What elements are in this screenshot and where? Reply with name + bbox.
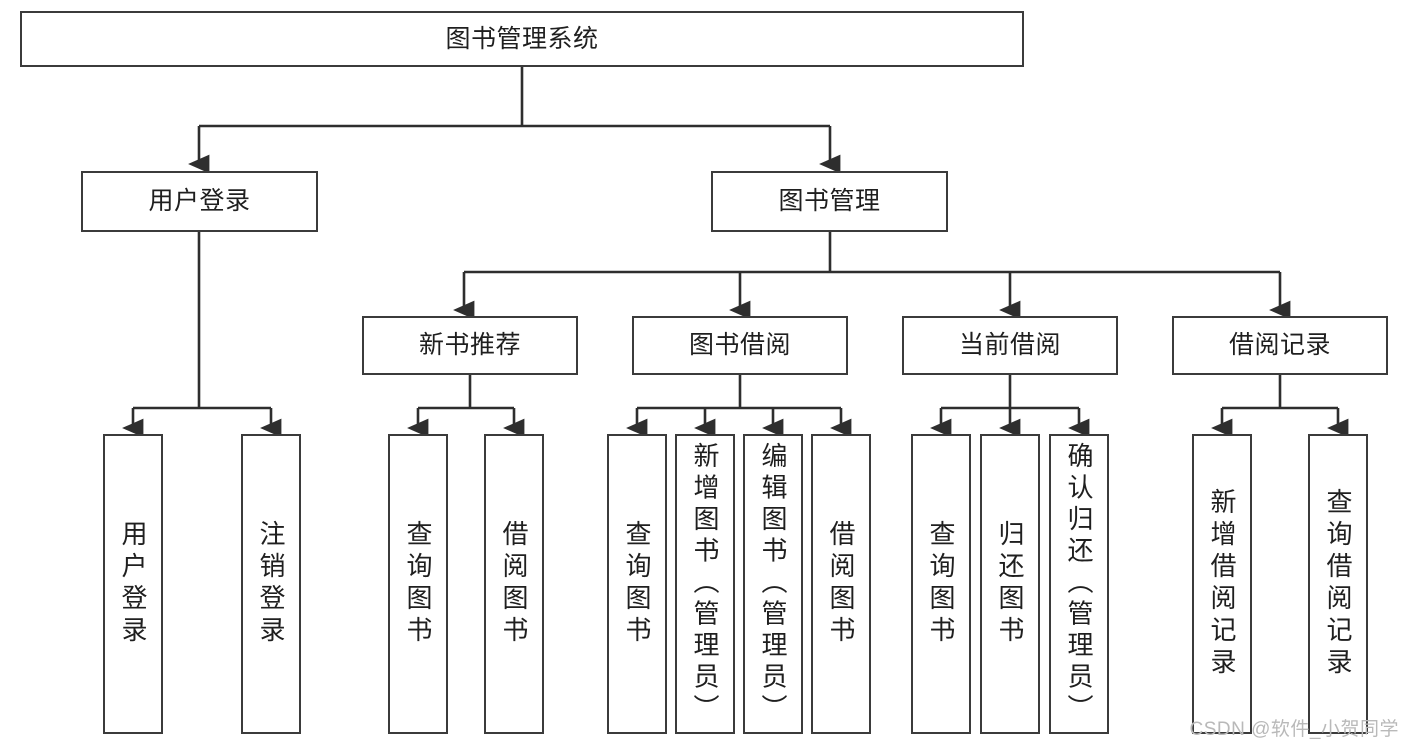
node-label: 借阅记录 <box>1228 331 1331 360</box>
leaf-current-borrow-return[interactable]: 归还图书 <box>980 434 1040 734</box>
node-label: 新增借阅记录 <box>1207 488 1237 680</box>
node-label: 查询图书 <box>622 520 652 648</box>
node-label: 当前借阅 <box>958 331 1061 360</box>
node-label: 用户登录 <box>118 520 148 648</box>
node-label: 图书管理 <box>778 187 881 216</box>
leaf-user-login-logout[interactable]: 注销登录 <box>241 434 301 734</box>
node-label: 编辑图书（管理员） <box>758 442 788 726</box>
node-root-book-management-system[interactable]: 图书管理系统 <box>20 11 1024 67</box>
node-label: 用户登录 <box>148 187 251 216</box>
node-label: 归还图书 <box>995 520 1025 648</box>
node-borrow-record[interactable]: 借阅记录 <box>1172 316 1388 375</box>
node-current-borrow[interactable]: 当前借阅 <box>902 316 1118 375</box>
leaf-book-borrow-borrow[interactable]: 借阅图书 <box>811 434 871 734</box>
node-label: 查询图书 <box>926 520 956 648</box>
leaf-book-borrow-add[interactable]: 新增图书（管理员） <box>675 434 735 734</box>
node-label: 新增图书（管理员） <box>690 442 720 726</box>
leaf-borrow-record-add[interactable]: 新增借阅记录 <box>1192 434 1252 734</box>
leaf-new-book-query[interactable]: 查询图书 <box>388 434 448 734</box>
node-label: 确认归还（管理员） <box>1064 442 1094 726</box>
leaf-book-borrow-edit[interactable]: 编辑图书（管理员） <box>743 434 803 734</box>
node-label: 查询图书 <box>403 520 433 648</box>
leaf-borrow-record-query[interactable]: 查询借阅记录 <box>1308 434 1368 734</box>
node-label: 图书借阅 <box>688 331 791 360</box>
csdn-watermark: CSDN @软件_小贺同学 <box>1189 719 1399 740</box>
node-label: 新书推荐 <box>418 331 521 360</box>
node-book-management[interactable]: 图书管理 <box>711 171 948 232</box>
leaf-current-borrow-confirm-return[interactable]: 确认归还（管理员） <box>1049 434 1109 734</box>
node-book-borrow[interactable]: 图书借阅 <box>632 316 848 375</box>
leaf-user-login-login[interactable]: 用户登录 <box>103 434 163 734</box>
node-label: 查询借阅记录 <box>1323 488 1353 680</box>
leaf-current-borrow-query[interactable]: 查询图书 <box>911 434 971 734</box>
leaf-new-book-borrow[interactable]: 借阅图书 <box>484 434 544 734</box>
node-user-login[interactable]: 用户登录 <box>81 171 318 232</box>
node-new-book-recommend[interactable]: 新书推荐 <box>362 316 578 375</box>
node-label: 图书管理系统 <box>445 24 599 53</box>
leaf-book-borrow-query[interactable]: 查询图书 <box>607 434 667 734</box>
node-label: 注销登录 <box>256 520 286 648</box>
node-label: 借阅图书 <box>499 520 529 648</box>
node-label: 借阅图书 <box>826 520 856 648</box>
